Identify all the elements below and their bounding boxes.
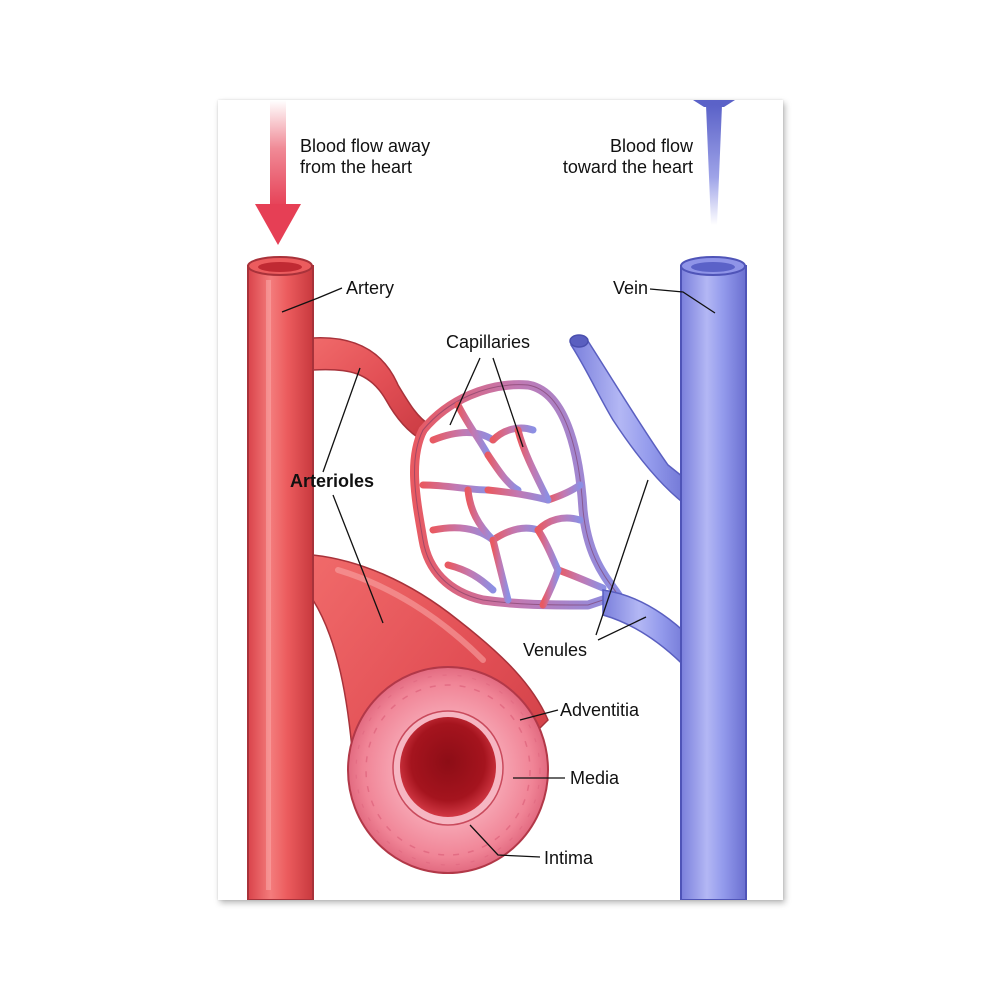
circulation-diagram: Blood flow away from the heart Blood flo… [247, 100, 747, 900]
venule-branch [569, 334, 694, 677]
diagram-card: Blood flow away from the heart Blood flo… [218, 100, 783, 900]
leader-lines [281, 287, 716, 858]
label-adventitia: Adventitia [560, 700, 640, 720]
arrow-away-icon [255, 100, 301, 245]
label-capillaries: Capillaries [446, 332, 530, 352]
label-flow-toward-line2: toward the heart [563, 157, 693, 177]
label-venules: Venules [523, 640, 587, 660]
artery-vessel [247, 256, 314, 900]
vein-vessel [680, 256, 747, 900]
capillary-bed [410, 380, 623, 610]
label-flow-away-line2: from the heart [300, 157, 412, 177]
arteriole-upper [312, 337, 432, 442]
label-vein: Vein [613, 278, 648, 298]
label-media: Media [570, 768, 620, 788]
vessel-wall-media [355, 674, 541, 866]
label-arterioles: Arterioles [290, 471, 374, 491]
label-flow-toward-line1: Blood flow [610, 136, 694, 156]
label-artery: Artery [346, 278, 394, 298]
label-flow-away-line1: Blood flow away [300, 136, 430, 156]
arrow-toward-icon [693, 100, 735, 225]
vessel-lumen-intima [392, 710, 504, 826]
label-intima: Intima [544, 848, 594, 868]
